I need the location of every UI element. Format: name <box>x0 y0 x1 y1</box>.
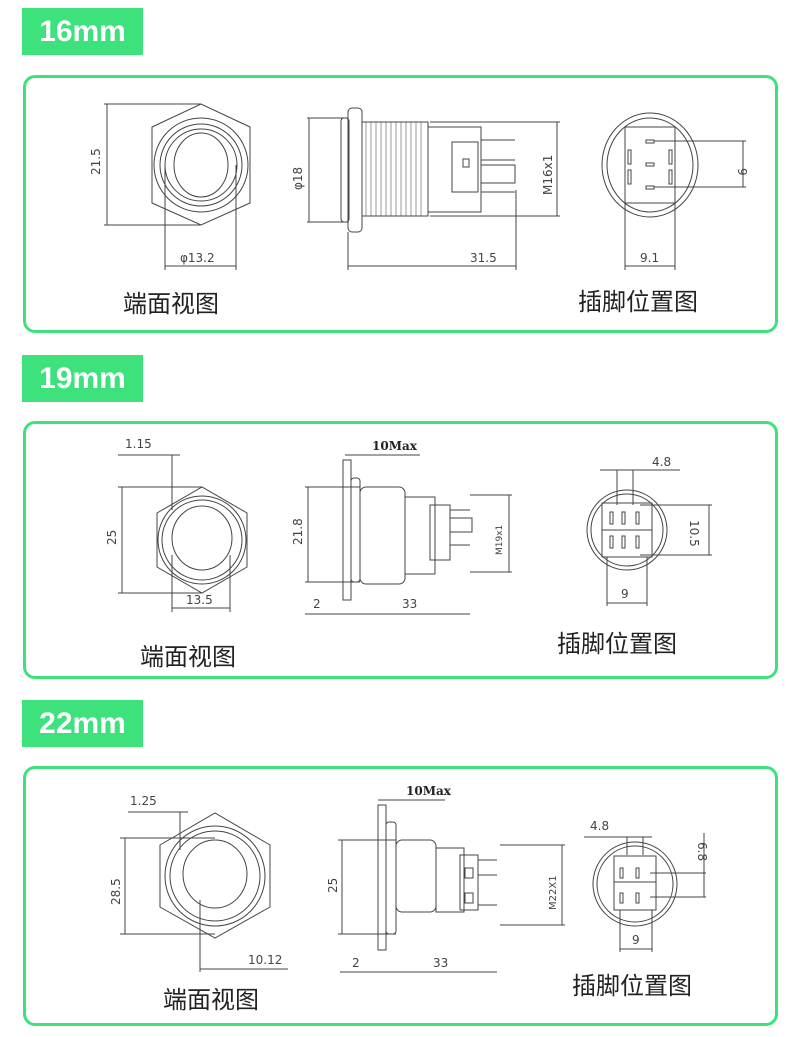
end-view-caption: 端面视图 <box>123 290 219 318</box>
dim-diameter: 25 <box>326 878 340 893</box>
dim-pin-spacing: 10.5 <box>687 520 701 547</box>
dim-diameter: 21.8 <box>291 518 305 545</box>
size-tag-16mm: 16mm <box>22 8 143 55</box>
size-tag-19mm: 19mm <box>22 355 143 402</box>
end-view-caption: 端面视图 <box>163 986 259 1014</box>
dim-max: 10Max <box>406 784 452 798</box>
dim-flange: 2 <box>352 956 360 970</box>
dim-pin-spacing: 9 <box>735 168 749 176</box>
pin-view-caption: 插脚位置图 <box>572 972 692 1000</box>
dim-diameter: φ13.2 <box>180 251 215 265</box>
pin-view-caption: 插脚位置图 <box>557 630 677 658</box>
end-view-16mm: 21.5 φ13.2 <box>89 103 251 270</box>
dim-pin-spacing: 6.8 <box>695 842 709 861</box>
pin-view-19mm: 4.8 10.5 9 <box>586 455 712 606</box>
end-view-19mm: 1.15 25 13.5 <box>105 437 248 612</box>
size-tag-22mm: 22mm <box>22 700 143 747</box>
dim-width: 9.1 <box>640 251 659 265</box>
dim-thread: M19x1 <box>495 525 505 555</box>
dim-diameter: φ18 <box>291 167 305 190</box>
dim-length: 33 <box>433 956 448 970</box>
pin-view-22mm: 4.8 6.8 9 <box>584 819 709 952</box>
dim-height: 28.5 <box>109 878 123 905</box>
dim-length: 33 <box>402 597 417 611</box>
dim-height: 21.5 <box>89 148 103 175</box>
side-view-22mm: 10Max 25 2 33 M22X1 <box>326 784 565 973</box>
pin-view-16mm: 9 9.1 <box>601 112 749 270</box>
dim-height: 25 <box>105 530 119 545</box>
dim-diameter: 10.12 <box>248 953 282 967</box>
dim-max: 10Max <box>372 439 418 453</box>
dim-width: 9 <box>632 933 640 947</box>
side-view-16mm: φ18 31.5 M16x1 <box>291 107 560 270</box>
drawing-panel-22mm <box>23 766 778 1026</box>
side-view-19mm: 10Max 21.8 2 33 M19x1 <box>291 439 512 615</box>
dim-flange: 2 <box>313 597 321 611</box>
dim-thread: M16x1 <box>541 155 555 195</box>
dim-diameter: 13.5 <box>186 593 213 607</box>
end-view-22mm: 1.25 28.5 10.12 <box>109 794 288 972</box>
dim-width: 9 <box>621 587 629 601</box>
pin-view-caption: 插脚位置图 <box>578 288 698 316</box>
dim-top: 4.8 <box>652 455 671 469</box>
dim-top: 4.8 <box>590 819 609 833</box>
end-view-caption: 端面视图 <box>140 643 236 671</box>
dim-length: 31.5 <box>470 251 497 265</box>
dim-thread: M22X1 <box>548 875 559 910</box>
dim-ring: 1.15 <box>125 437 152 451</box>
dim-ring: 1.25 <box>130 794 157 808</box>
